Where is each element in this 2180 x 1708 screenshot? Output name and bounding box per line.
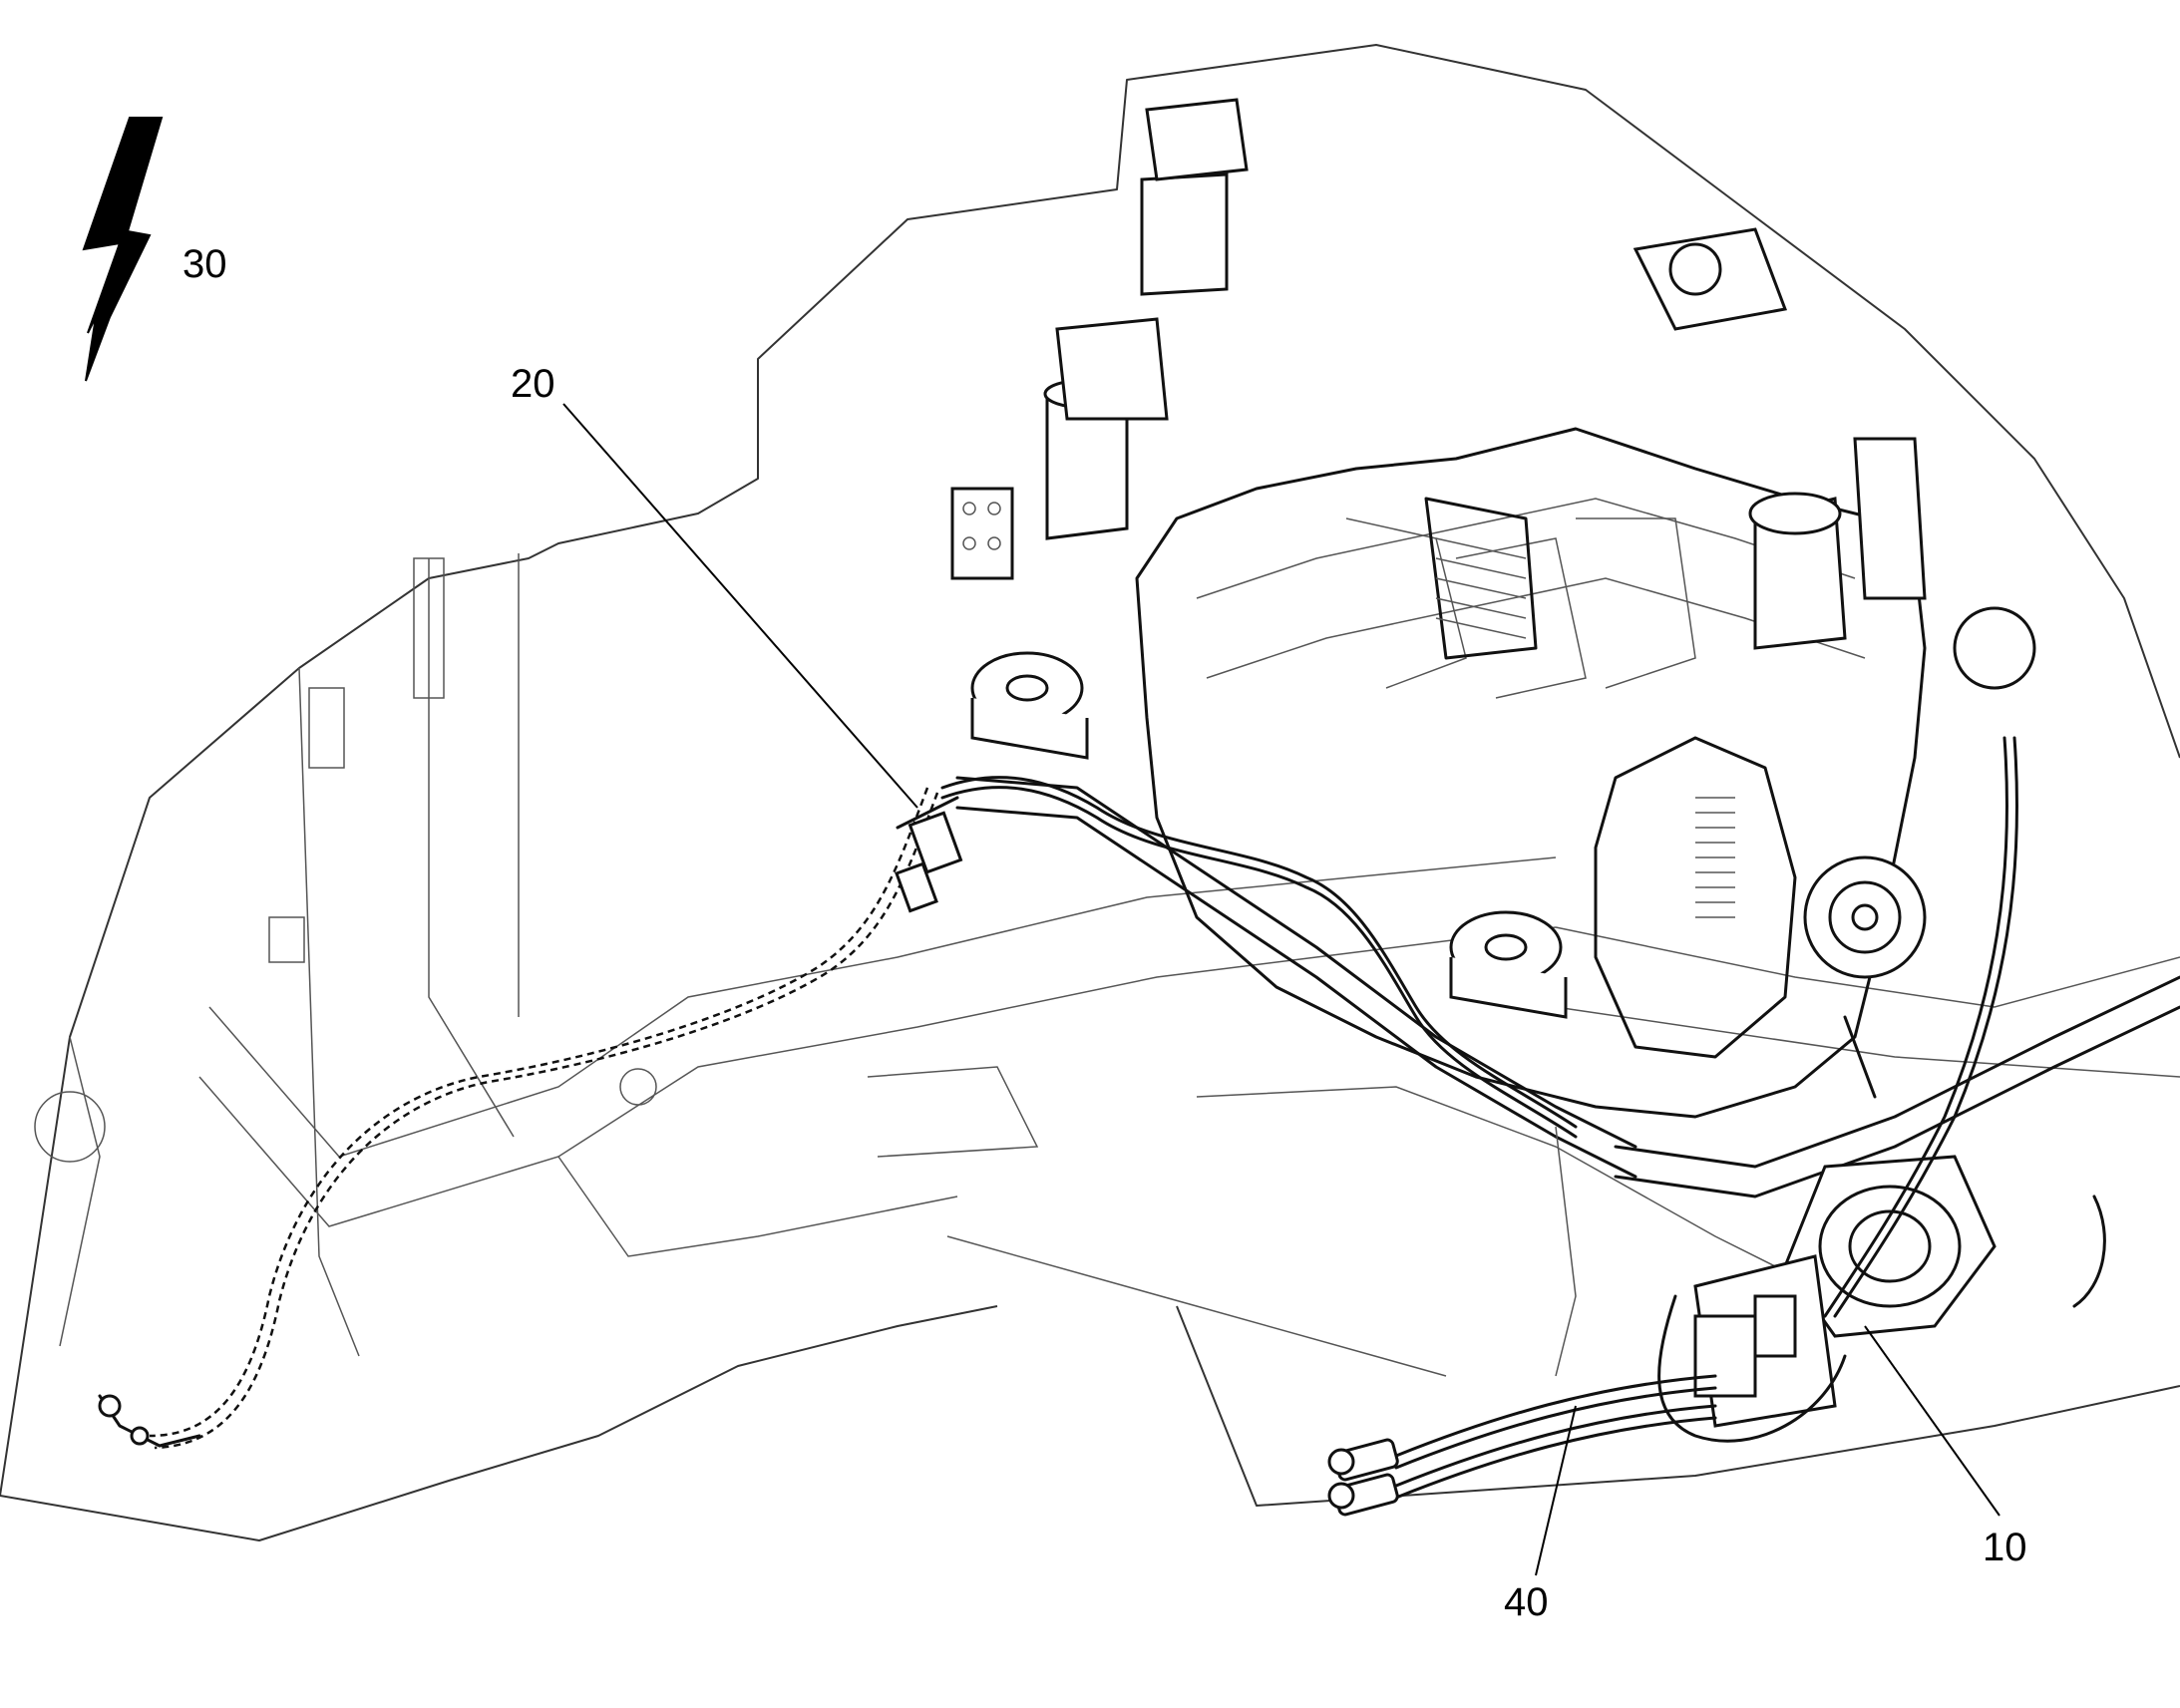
subframe-rails [955, 776, 2180, 1377]
heater-unit [1657, 736, 2106, 1443]
leader-line-20 [562, 403, 918, 809]
callout-label-30: 30 [182, 242, 227, 286]
lightning-arrow-icon [82, 117, 164, 382]
engine-mount-left [970, 651, 1089, 760]
engine-assembly [950, 98, 2036, 1119]
callout-label-40: 40 [1504, 1580, 1549, 1624]
engine-mount-right [1449, 910, 1568, 1019]
chassis-outline [0, 44, 2180, 1541]
hose-bundle [1327, 1374, 1717, 1517]
callout-label-10: 10 [1983, 1526, 2027, 1569]
cover-ribs [1695, 797, 1735, 918]
fuel-connector [895, 796, 963, 913]
dashed-line-route [98, 787, 939, 1450]
fuel-line [940, 776, 1578, 1139]
callout-label-20: 20 [511, 362, 555, 406]
leader-line-40 [1535, 1405, 1577, 1576]
leader-line-10 [1864, 1325, 2000, 1517]
